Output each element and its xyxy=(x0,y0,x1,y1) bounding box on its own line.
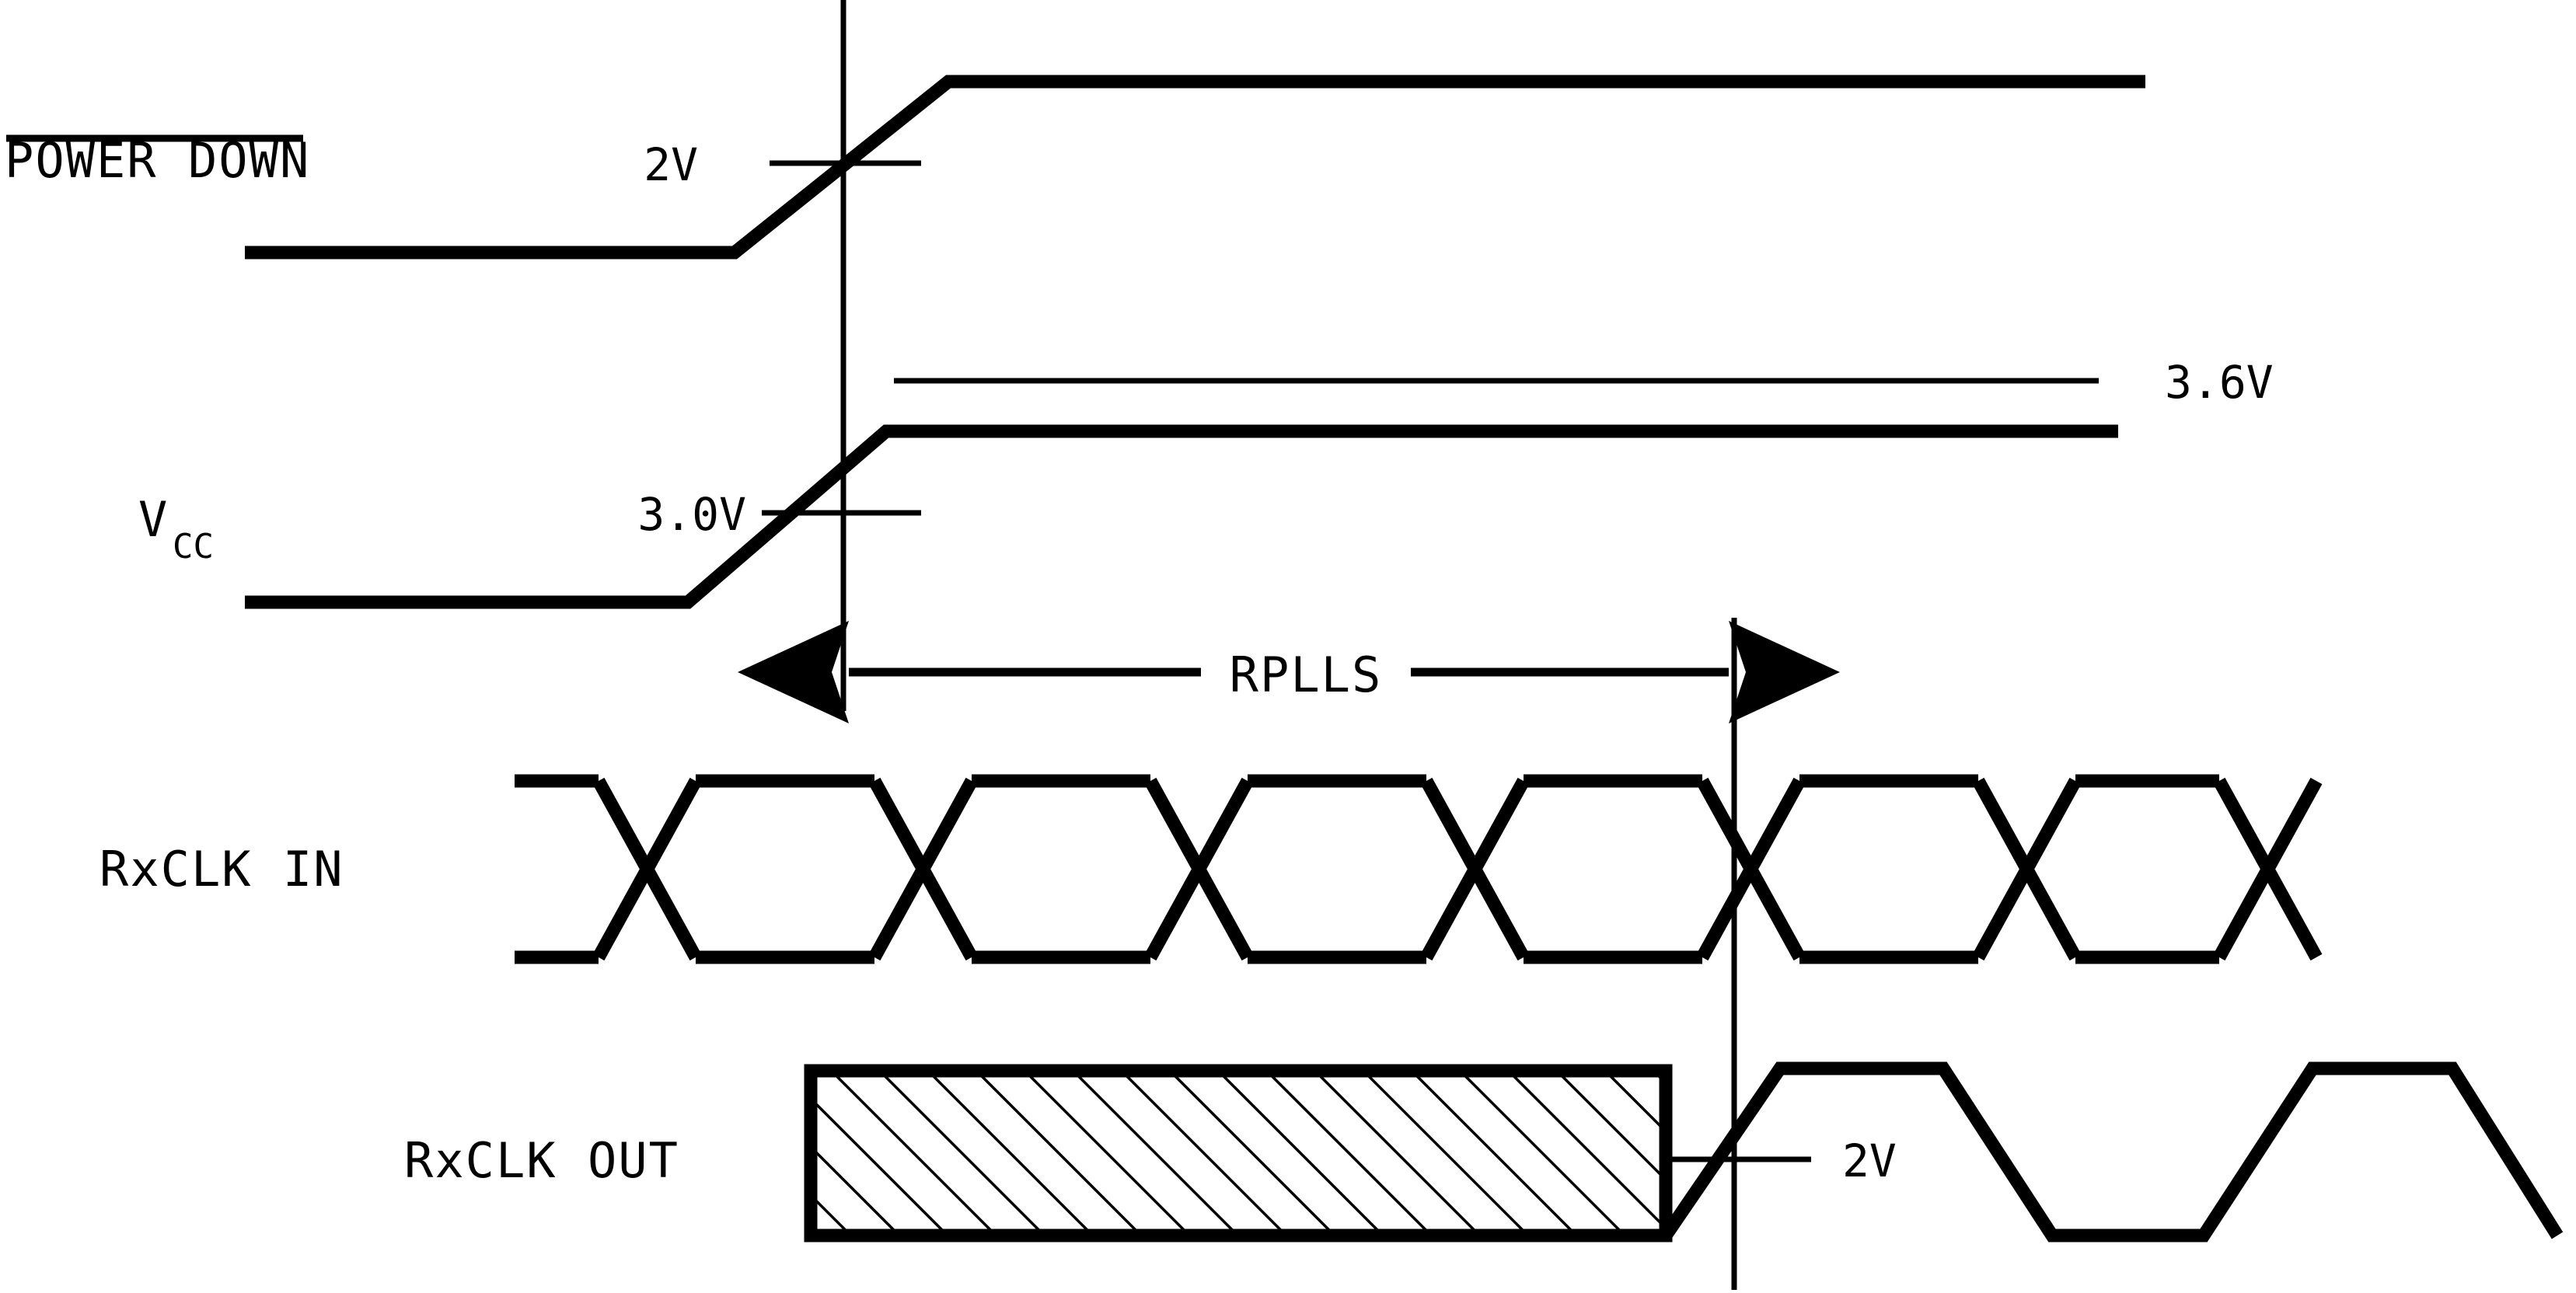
power-down-threshold-label: 2V xyxy=(644,138,698,191)
rxclk-out-invalid-region xyxy=(804,1064,1673,1242)
power-down-waveform xyxy=(245,75,2145,260)
rplls-timing-measure: RPLLS xyxy=(738,621,1840,723)
rxclk-in-cross-3 xyxy=(1420,777,1530,961)
rplls-label: RPLLS xyxy=(1230,646,1383,703)
signal-vcc xyxy=(245,378,2118,609)
vcc-3v0-label: 3.0V xyxy=(637,488,746,541)
rxclk-in-cross-1 xyxy=(868,777,978,961)
rxclk-out-label: RxCLK OUT xyxy=(404,1132,679,1189)
vcc-label-main: V xyxy=(138,491,167,548)
rxclk-out-threshold-label: 2V xyxy=(1842,1134,1897,1187)
signal-rxclk-out xyxy=(804,1061,2564,1242)
vcc-label-subscript: CC xyxy=(173,527,214,566)
rxclk-in-cross-5 xyxy=(1972,777,2082,961)
rxclk-in-cross-0 xyxy=(592,777,702,961)
power-down-label: POWER DOWN xyxy=(5,132,310,189)
signal-power-down xyxy=(245,75,2145,260)
vcc-label-group: V CC xyxy=(138,491,214,566)
power-down-label-group: POWER DOWN xyxy=(5,132,310,189)
vcc-waveform xyxy=(245,424,2118,609)
rxclk-in-label: RxCLK IN xyxy=(99,841,344,897)
rxclk-in-cross-4 xyxy=(1696,777,1806,961)
signal-rxclk-in xyxy=(515,774,2323,964)
rxclk-in-cross-2 xyxy=(1144,777,1254,961)
rxclk-in-cross-6 xyxy=(2213,777,2323,961)
rxclk-out-waveform xyxy=(1660,1061,2564,1242)
vcc-3v6-label: 3.6V xyxy=(2165,356,2274,409)
